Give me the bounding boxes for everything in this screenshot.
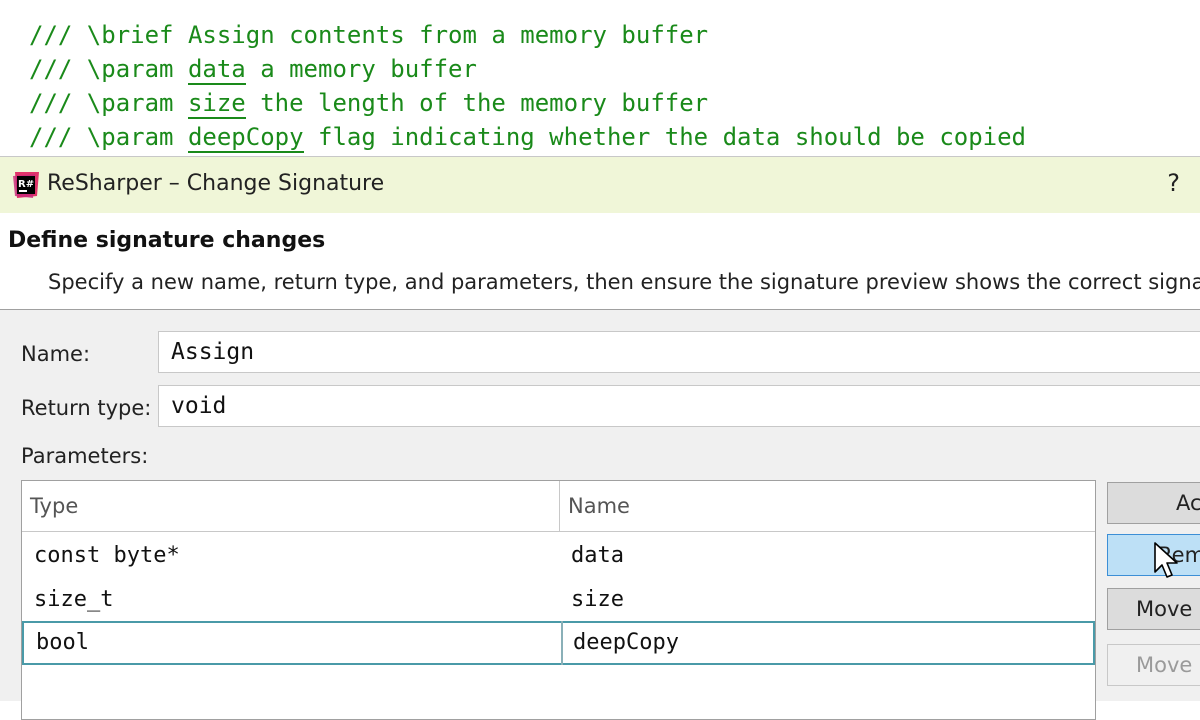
move-down-button[interactable]: Move: [1107, 644, 1200, 686]
code-editor: /// \brief Assign contents from a memory…: [0, 0, 1200, 156]
mouse-pointer-icon: [1154, 542, 1178, 578]
table-row[interactable]: size_t size: [22, 578, 1095, 622]
app-icon-label: R#: [18, 179, 34, 190]
parameters-label: Parameters:: [21, 444, 149, 468]
code-comment-line: /// \brief Assign contents from a memory…: [29, 21, 709, 49]
param-name-data: data: [187, 55, 246, 85]
code-text: flag indicating whether the data should …: [303, 123, 1027, 151]
code-text: /// \param: [29, 89, 188, 117]
param-name-deepcopy: deepCopy: [187, 123, 304, 153]
resharper-icon: R#: [11, 170, 41, 200]
code-text: a memory buffer: [245, 55, 477, 83]
param-type-cell[interactable]: const byte*: [34, 543, 180, 568]
code-text: the length of the memory buffer: [245, 89, 709, 117]
page-title: Define signature changes: [8, 228, 326, 253]
move-up-button[interactable]: Move: [1107, 588, 1200, 630]
code-comment-line: /// \param deepCopy flag indicating whet…: [29, 120, 1026, 154]
page-description: Specify a new name, return type, and par…: [48, 270, 1200, 294]
code-comment-line: /// \param size the length of the memory…: [29, 86, 708, 120]
table-row-selected[interactable]: bool deepCopy: [22, 621, 1095, 665]
code-comment-line: /// \param data a memory buffer: [29, 52, 477, 86]
table-header: Type Name: [22, 481, 1095, 532]
code-text: /// \param: [29, 55, 188, 83]
column-divider[interactable]: [559, 481, 560, 531]
help-button[interactable]: ?: [1167, 169, 1180, 197]
return-type-label: Return type:: [21, 396, 152, 420]
param-name-cell[interactable]: data: [571, 543, 624, 568]
code-text: /// \param: [29, 123, 188, 151]
param-name-cell[interactable]: deepCopy: [573, 630, 679, 655]
change-signature-dialog: R# ReSharper – Change Signature ? Define…: [0, 156, 1200, 720]
cell-divider: [561, 621, 563, 665]
param-name-cell[interactable]: size: [571, 587, 624, 612]
return-type-input[interactable]: void: [158, 385, 1200, 427]
column-header-type[interactable]: Type: [30, 494, 79, 518]
param-name-size: size: [187, 89, 246, 119]
name-input[interactable]: Assign: [158, 331, 1200, 373]
table-row[interactable]: const byte* data: [22, 534, 1095, 578]
param-type-cell[interactable]: bool: [36, 630, 89, 655]
add-button[interactable]: Ac: [1107, 482, 1200, 524]
param-type-cell[interactable]: size_t: [34, 587, 114, 612]
name-label: Name:: [21, 342, 91, 366]
parameters-table[interactable]: Type Name const byte* data size_t size b…: [21, 480, 1096, 720]
dialog-header: Define signature changes Specify a new n…: [0, 213, 1200, 310]
column-header-name[interactable]: Name: [568, 494, 630, 518]
dialog-title: ReSharper – Change Signature: [47, 171, 385, 196]
dialog-titlebar[interactable]: R# ReSharper – Change Signature ?: [0, 157, 1200, 213]
